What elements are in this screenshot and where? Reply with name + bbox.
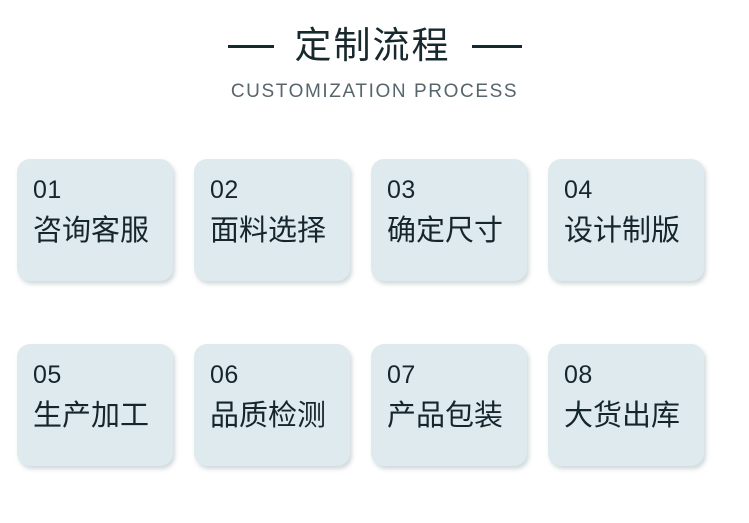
step-label: 品质检测	[210, 398, 327, 432]
step-label: 咨询客服	[33, 213, 150, 247]
step-number: 03	[387, 176, 416, 204]
section-header: 定制流程 CUSTOMIZATION PROCESS	[0, 22, 749, 103]
step-number: 08	[564, 361, 593, 389]
step-number: 05	[33, 361, 62, 389]
title-row: 定制流程	[0, 22, 749, 70]
step-label: 面料选择	[210, 213, 327, 247]
horizontal-rule-right-icon	[471, 44, 522, 48]
step-label: 产品包装	[387, 398, 504, 432]
process-steps-grid: 01 咨询客服 02 面料选择 03 确定尺寸 04 设计制版 05 生产加工 …	[17, 159, 732, 466]
page-title: 定制流程	[294, 24, 451, 67]
step-label: 设计制版	[564, 213, 681, 247]
process-step-card-02: 02 面料选择	[194, 159, 350, 281]
process-step-card-04: 04 设计制版	[548, 159, 704, 281]
step-label: 生产加工	[33, 398, 150, 432]
step-number: 07	[387, 361, 416, 389]
step-number: 01	[33, 176, 62, 204]
process-step-card-07: 07 产品包装	[371, 344, 527, 466]
step-number: 06	[210, 361, 239, 389]
process-step-card-08: 08 大货出库	[548, 344, 704, 466]
horizontal-rule-left-icon	[227, 44, 274, 48]
page-subtitle: CUSTOMIZATION PROCESS	[230, 81, 519, 102]
process-step-card-01: 01 咨询客服	[17, 159, 173, 281]
step-label: 大货出库	[564, 398, 681, 432]
step-number: 04	[564, 176, 593, 204]
step-number: 02	[210, 176, 239, 204]
process-step-card-03: 03 确定尺寸	[371, 159, 527, 281]
process-step-card-05: 05 生产加工	[17, 344, 173, 466]
step-label: 确定尺寸	[387, 213, 504, 247]
process-step-card-06: 06 品质检测	[194, 344, 350, 466]
